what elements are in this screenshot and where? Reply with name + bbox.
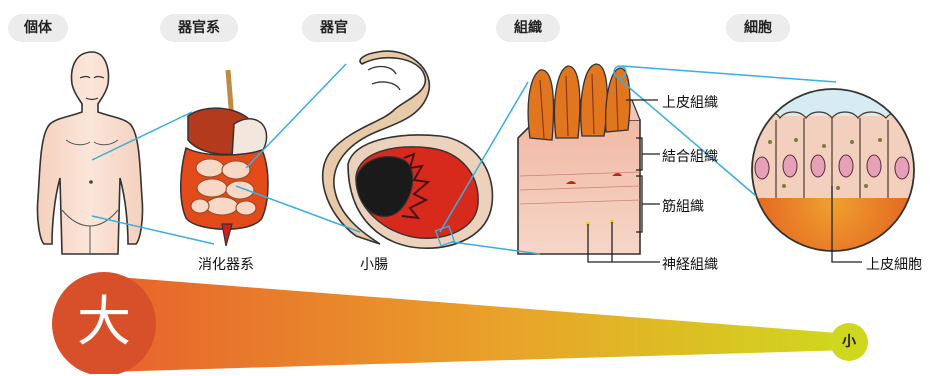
label-epithelial-tissue: 上皮組織 [662,92,718,112]
tissue-block-figure [518,64,642,262]
scale-label-large: 大 [52,272,156,376]
label-connective-tissue: 結合組織 [662,146,718,166]
label-digestive-system: 消化器系 [198,254,254,274]
scale-label-small: 小 [826,324,872,360]
small-intestine-figure [323,51,493,248]
label-nerve-tissue: 神経組織 [662,254,718,274]
size-scale-wedge [104,276,850,372]
label-epithelial-cell: 上皮細胞 [866,254,922,274]
label-muscle-tissue: 筋組織 [662,196,704,216]
epithelial-cell-figure [752,89,914,251]
label-small-intestine: 小腸 [360,254,388,274]
